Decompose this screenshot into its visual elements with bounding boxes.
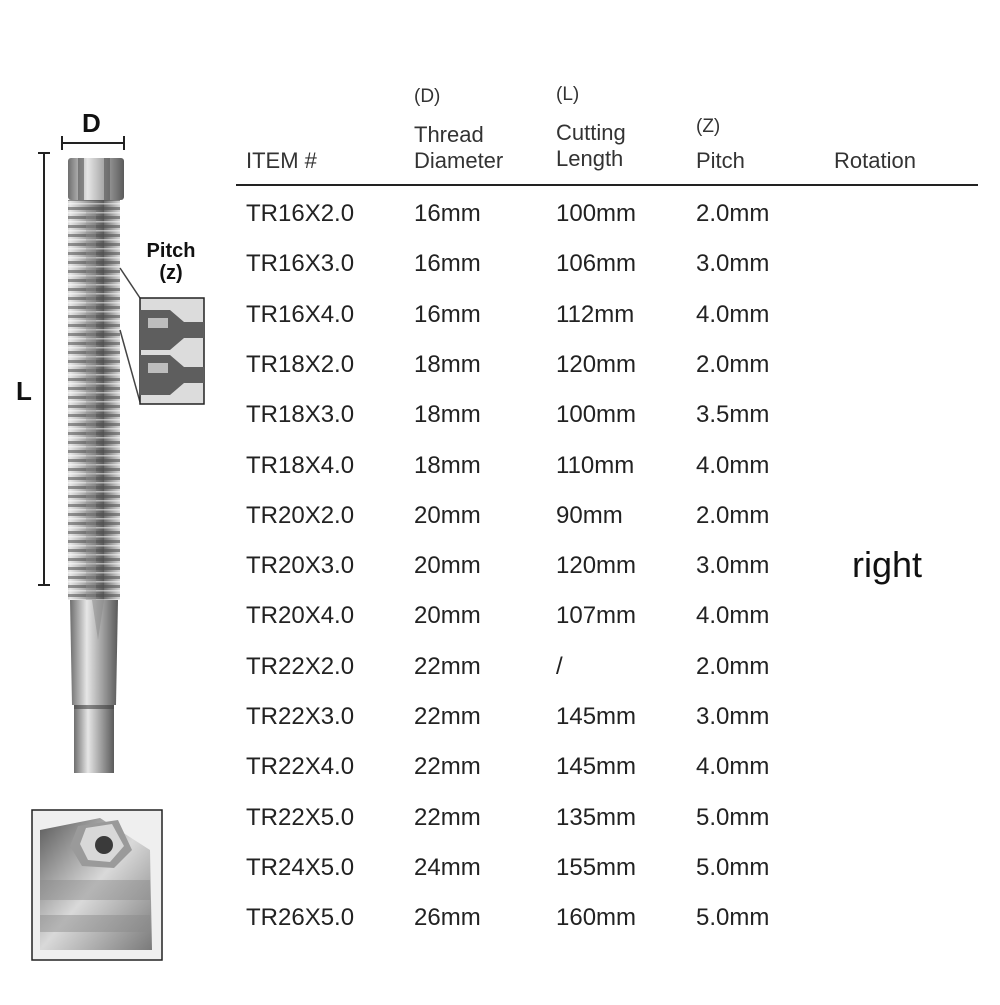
table-row: TR22X3.0 22mm 145mm 3.0mm <box>0 702 1000 752</box>
table-row: TR22X2.0 22mm / 2.0mm <box>0 652 1000 702</box>
cell-pitch: 5.0mm <box>696 904 770 932</box>
cell-pitch: 3.0mm <box>696 703 770 730</box>
cell-diameter: 16mm <box>414 250 481 278</box>
cell-diameter: 22mm <box>414 753 481 781</box>
cell-diameter: 16mm <box>414 200 481 227</box>
table-row: TR20X3.0 20mm 120mm 3.0mm <box>0 551 1000 601</box>
cell-item: TR20X4.0 <box>246 602 355 630</box>
cell-item: TR20X3.0 <box>246 552 355 580</box>
header-length-abbr: (L) <box>556 84 580 105</box>
cell-length: 100mm <box>556 401 637 429</box>
cell-length: 110mm <box>556 451 635 479</box>
header-diameter-line2: Diameter <box>414 148 504 173</box>
cell-diameter: 16mm <box>414 300 481 328</box>
cell-pitch: 4.0mm <box>696 753 770 781</box>
cell-item: TR20X2.0 <box>246 501 355 529</box>
cell-pitch: 2.0mm <box>696 350 770 378</box>
header-pitch-abbr: (Z) <box>696 116 721 137</box>
cell-pitch: 2.0mm <box>696 652 770 680</box>
cell-diameter: 20mm <box>414 602 481 630</box>
cell-length: 145mm <box>556 753 637 781</box>
header-rotation: Rotation <box>834 148 916 173</box>
cell-length: 112mm <box>556 300 635 328</box>
pitch-label-symbol: (z) <box>159 262 183 284</box>
table-row: TR20X4.0 20mm 107mm 4.0mm <box>0 601 1000 651</box>
cell-item: TR16X2.0 <box>246 200 355 227</box>
header-length: Cutting Length <box>556 120 626 172</box>
cell-pitch: 3.0mm <box>696 552 770 580</box>
tap-diagram: D L Pitch (z) <box>0 0 240 1000</box>
table-row: TR18X3.0 18mm 100mm 3.5mm <box>0 400 1000 450</box>
cell-item: TR22X5.0 <box>246 803 355 831</box>
table-row: TR16X2.0 16mm 100mm 2.0mm <box>0 199 1000 249</box>
cell-length: 160mm <box>556 904 637 932</box>
cell-pitch: 4.0mm <box>696 602 770 630</box>
table-row: TR20X2.0 20mm 90mm 2.0mm <box>0 501 1000 551</box>
cell-diameter: 22mm <box>414 803 481 831</box>
cell-length: 120mm <box>556 350 637 378</box>
header-diameter-abbr: (D) <box>414 86 441 107</box>
cell-diameter: 20mm <box>414 501 481 529</box>
cell-length: 155mm <box>556 853 637 881</box>
cell-item: TR18X2.0 <box>246 350 355 378</box>
table-row: TR18X2.0 18mm 120mm 2.0mm <box>0 350 1000 400</box>
cell-length: 107mm <box>556 602 637 630</box>
header-diameter: Thread Diameter <box>414 122 503 174</box>
cell-diameter: 18mm <box>414 350 481 378</box>
header-diameter-line1: Thread <box>414 122 484 147</box>
table-row: TR22X4.0 22mm 145mm 4.0mm <box>0 752 1000 802</box>
cell-item: TR16X4.0 <box>246 300 355 328</box>
cell-pitch: 2.0mm <box>696 200 770 227</box>
cell-item: TR16X3.0 <box>246 250 355 278</box>
cell-pitch: 5.0mm <box>696 853 770 881</box>
cell-length: 120mm <box>556 552 637 580</box>
header-length-line2: Length <box>556 146 624 171</box>
table-row: TR18X4.0 18mm 110mm 4.0mm <box>0 451 1000 501</box>
rotation-value: right <box>852 544 923 585</box>
cell-pitch: 4.0mm <box>696 451 770 479</box>
cell-diameter: 26mm <box>414 904 481 932</box>
header-pitch: Pitch <box>696 148 745 173</box>
cell-pitch: 4.0mm <box>696 300 770 328</box>
header-divider <box>236 184 978 186</box>
cell-length: 145mm <box>556 703 637 730</box>
cell-item: TR22X2.0 <box>246 652 355 680</box>
cell-item: TR22X3.0 <box>246 703 355 730</box>
header-length-line1: Cutting <box>556 120 626 145</box>
cell-pitch: 3.5mm <box>696 401 770 429</box>
table-row: TR22X5.0 22mm 135mm 5.0mm <box>0 803 1000 853</box>
header-item: ITEM # <box>246 148 317 173</box>
cell-pitch: 2.0mm <box>696 501 770 529</box>
cell-diameter: 22mm <box>414 652 481 680</box>
table-row: TR24X5.0 24mm 155mm 5.0mm <box>0 853 1000 903</box>
cell-pitch: 3.0mm <box>696 250 770 278</box>
pitch-label-word: Pitch <box>146 240 196 262</box>
tap-illustration <box>31 136 205 961</box>
length-label: L <box>16 376 32 406</box>
cell-item: TR24X5.0 <box>246 853 355 881</box>
cell-length: 106mm <box>556 250 637 278</box>
cell-length: / <box>556 652 563 680</box>
table-row: TR26X5.0 26mm 160mm 5.0mm <box>0 903 1000 953</box>
cell-item: TR18X3.0 <box>246 401 355 429</box>
cell-diameter: 18mm <box>414 451 481 479</box>
pitch-label: Pitch (z) <box>140 240 202 284</box>
cell-length: 90mm <box>556 501 623 529</box>
table-row: TR16X4.0 16mm 112mm 4.0mm <box>0 300 1000 350</box>
cell-diameter: 24mm <box>414 853 481 881</box>
table-row: TR16X3.0 16mm 106mm 3.0mm <box>0 249 1000 299</box>
cell-item: TR26X5.0 <box>246 904 355 932</box>
cell-diameter: 22mm <box>414 703 481 730</box>
cell-item: TR22X4.0 <box>246 753 355 781</box>
cell-pitch: 5.0mm <box>696 803 770 831</box>
cell-length: 135mm <box>556 803 637 831</box>
cell-diameter: 20mm <box>414 552 481 580</box>
cell-length: 100mm <box>556 200 637 227</box>
cell-item: TR18X4.0 <box>246 451 355 479</box>
cell-diameter: 18mm <box>414 401 481 429</box>
diameter-label: D <box>82 108 101 138</box>
